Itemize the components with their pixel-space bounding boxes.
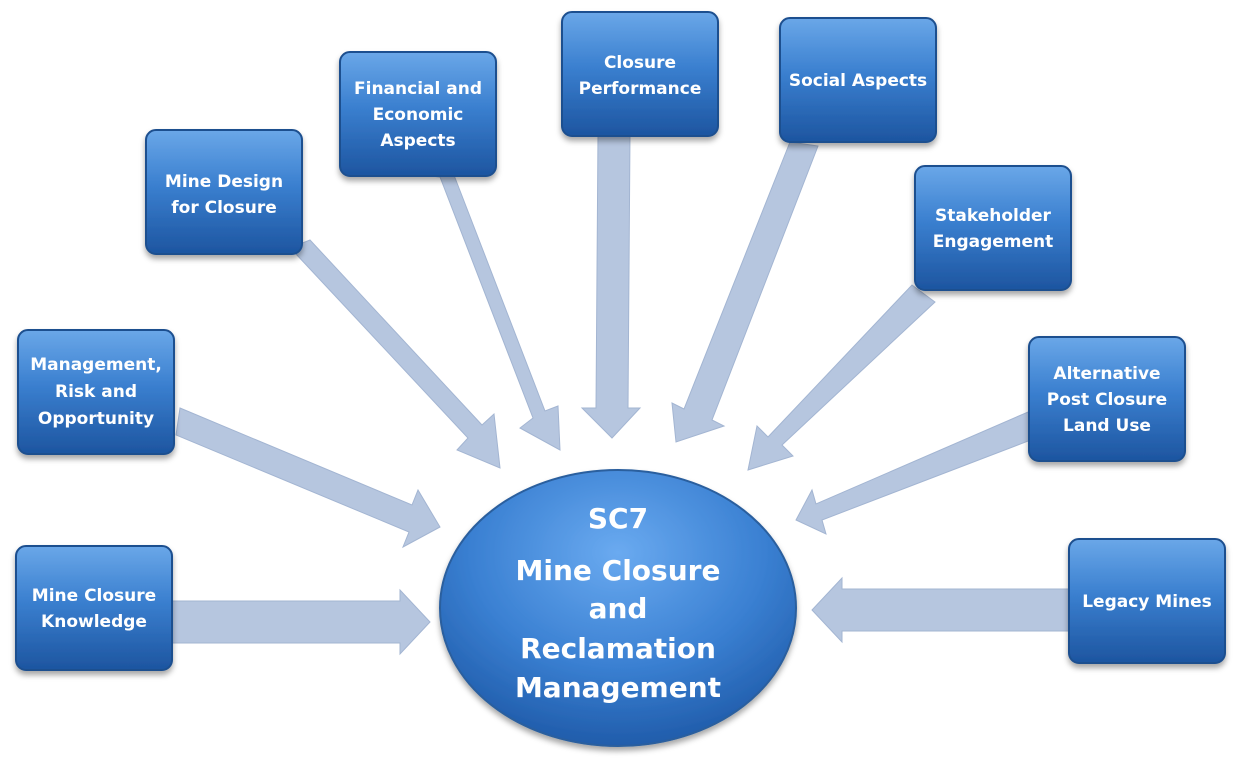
arrow-financial-economic-aspects [421,169,561,451]
arrow-social-aspects [671,141,819,443]
node-stakeholder-engagement-line-1: Stakeholder [935,206,1052,226]
node-management-risk-opportunity-line-1: Management, [30,355,162,375]
node-management-risk-opportunity: Management, Risk and Opportunity [17,329,175,455]
node-alternative-post-closure-land-use: Alternative Post Closure Land Use [1028,336,1186,462]
node-closure-performance: Closure Performance [561,11,719,137]
node-alternative-post-closure-land-use-line-3: Land Use [1063,416,1151,436]
node-financial-economic-aspects: Financial and Economic Aspects [339,51,497,177]
center-title-line-4: Management [515,671,721,704]
node-legacy-mines-line-1: Legacy Mines [1082,592,1212,612]
node-alternative-post-closure-land-use-line-1: Alternative [1053,364,1160,384]
node-stakeholder-engagement-line-2: Engagement [933,232,1054,252]
arrow-legacy-mines [811,576,1071,644]
node-mine-closure-knowledge-line-2: Knowledge [41,612,147,632]
node-mine-closure-knowledge-line-1: Mine Closure [32,586,156,606]
center-code: SC7 [588,502,648,535]
node-financial-economic-aspects-line-2: Economic [373,105,464,125]
node-mine-closure-knowledge: Mine Closure Knowledge [15,545,173,671]
node-stakeholder-engagement: Stakeholder Engagement [914,165,1072,291]
arrow-management-risk-opportunity [175,407,441,549]
node-management-risk-opportunity-line-3: Opportunity [38,409,154,429]
arrow-closure-performance [580,132,642,439]
node-mine-design-for-closure-line-1: Mine Design [165,172,283,192]
arrow-mine-closure-knowledge [171,588,431,656]
node-mine-design-for-closure-line-2: for Closure [171,198,277,218]
arrow-mine-design-for-closure [279,239,501,469]
node-closure-performance-line-2: Performance [579,79,702,99]
arrow-alternative-post-closure-land-use [795,411,1037,535]
node-financial-economic-aspects-line-1: Financial and [354,79,482,99]
node-closure-performance-line-1: Closure [604,53,676,73]
node-management-risk-opportunity-line-2: Risk and [55,382,137,402]
node-financial-economic-aspects-line-3: Aspects [380,131,455,151]
node-alternative-post-closure-land-use-line-2: Post Closure [1047,390,1167,410]
node-social-aspects: Social Aspects [779,17,937,143]
node-legacy-mines: Legacy Mines [1068,538,1226,664]
arrow-stakeholder-engagement [747,284,936,471]
center-title-line-1: Mine Closure [516,554,721,587]
center-title-line-2: and [589,592,648,625]
center-node: SC7 Mine Closure and Reclamation Managem… [439,469,797,747]
node-social-aspects-line-1: Social Aspects [789,71,927,91]
node-mine-design-for-closure: Mine Design for Closure [145,129,303,255]
arrows-group [171,132,1071,656]
center-title-line-3: Reclamation [520,632,716,665]
